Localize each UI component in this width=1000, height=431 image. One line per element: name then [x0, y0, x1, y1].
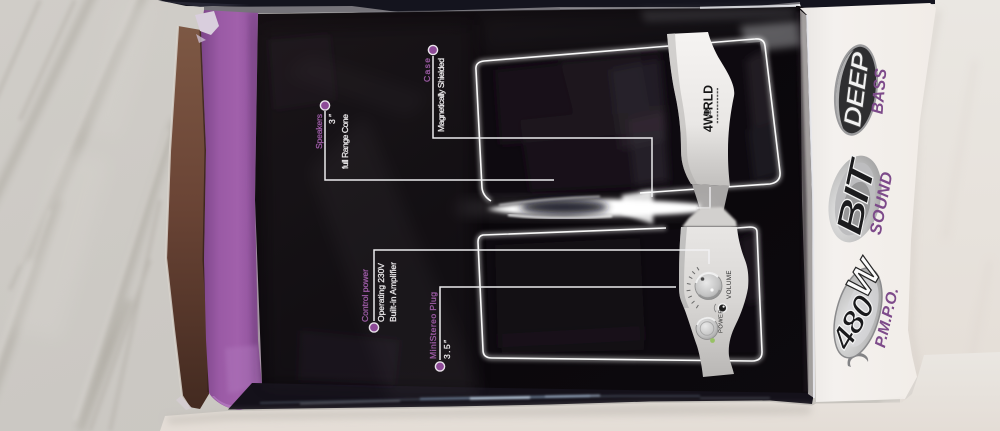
- svg-text:VOLUME: VOLUME: [726, 270, 733, 299]
- svg-text:Magnetically Shielded: Magnetically Shielded: [436, 58, 446, 132]
- svg-text:Operating 230V: Operating 230V: [376, 263, 386, 322]
- svg-text:full Range Cone: full Range Cone: [340, 114, 350, 169]
- svg-text:4W RLD: 4W RLD: [701, 85, 716, 132]
- svg-text:BASS: BASS: [869, 67, 891, 114]
- svg-text:Built-in Amplifier: Built-in Amplifier: [388, 262, 398, 322]
- svg-text:3.5″: 3.5″: [442, 340, 452, 359]
- svg-text:POWER: POWER: [719, 309, 725, 333]
- svg-text:Speakers: Speakers: [314, 114, 324, 149]
- svg-text:Control power: Control power: [360, 269, 370, 322]
- svg-text:Case: Case: [422, 58, 432, 82]
- svg-text:MiniStereo Plug: MiniStereo Plug: [428, 292, 438, 359]
